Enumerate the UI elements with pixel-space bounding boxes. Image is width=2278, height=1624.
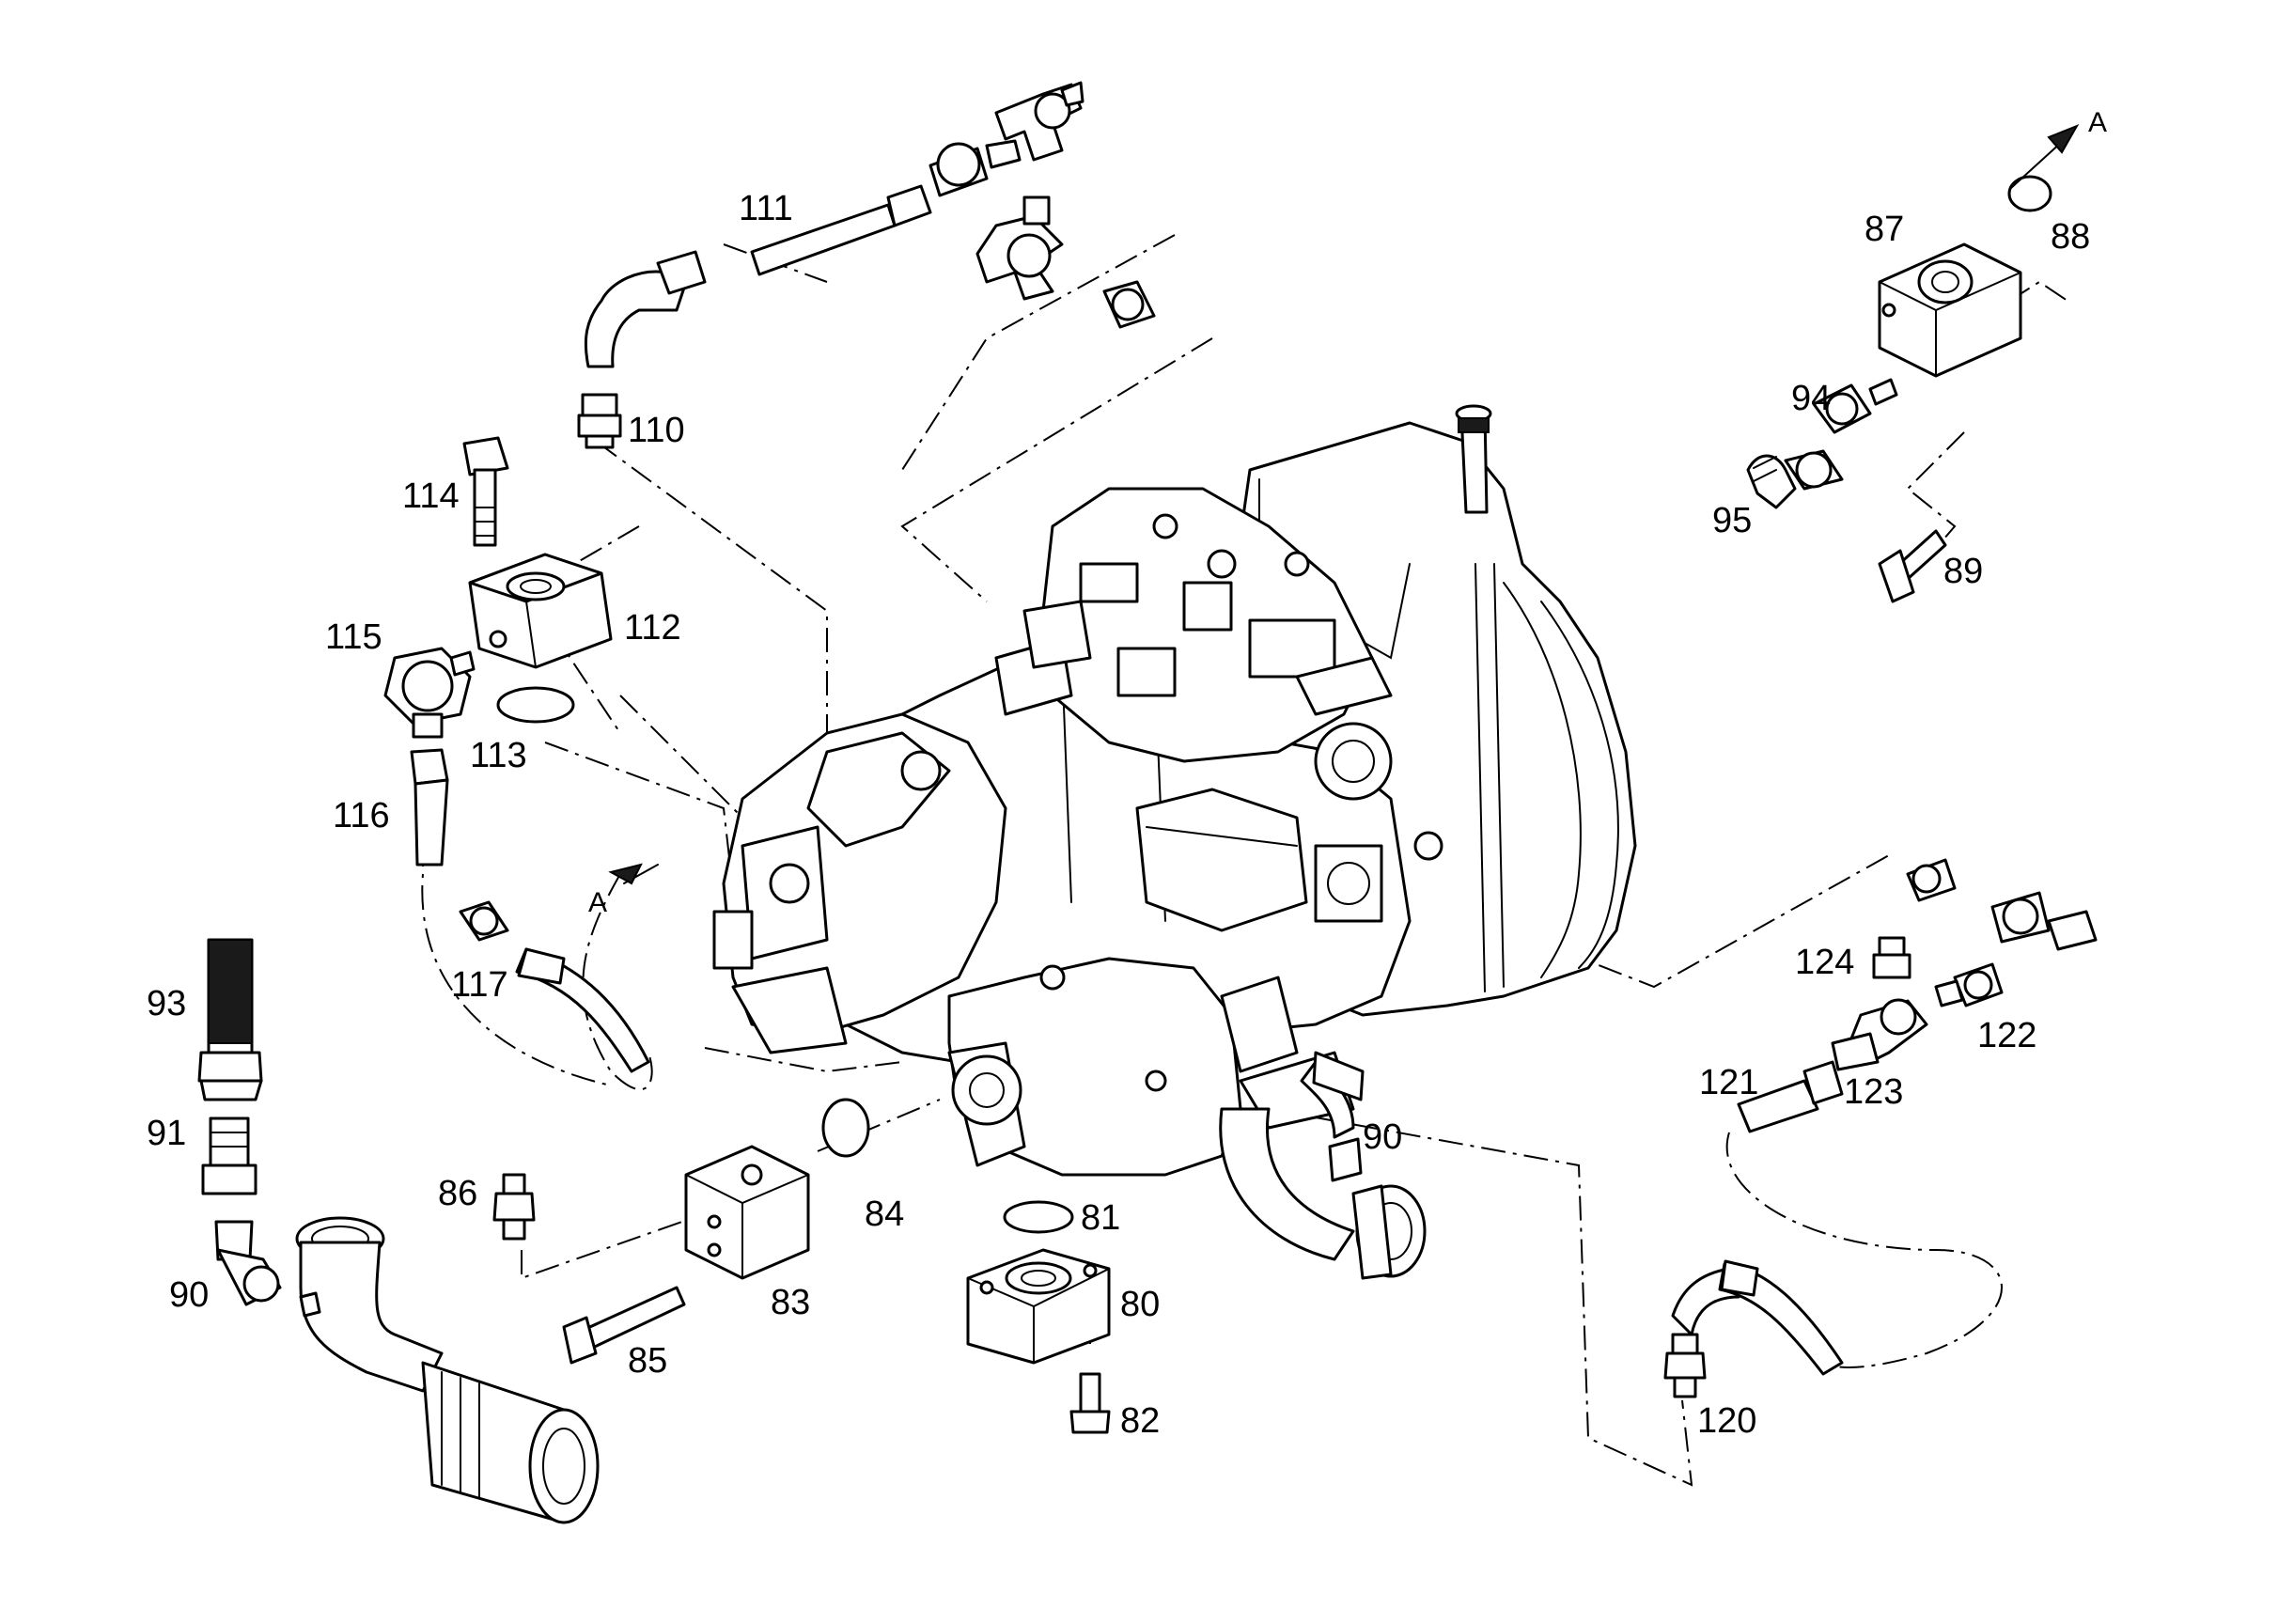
callout-121: 121 xyxy=(1699,1063,1758,1102)
callout-124: 124 xyxy=(1795,943,1854,982)
section-letter-left: A xyxy=(588,887,607,918)
fitting-91 xyxy=(201,1116,257,1195)
callout-122: 122 xyxy=(1977,1016,2036,1055)
oring-88 xyxy=(2007,175,2052,212)
callout-87: 87 xyxy=(1865,210,1904,249)
oring-113 xyxy=(496,686,575,724)
bolt-114 xyxy=(462,436,509,547)
flange-87 xyxy=(1878,242,2022,378)
tee-fittings-top xyxy=(975,81,1156,329)
hose-120 xyxy=(1663,1259,1844,1398)
bolt-85 xyxy=(562,1286,686,1365)
flange-112 xyxy=(468,553,613,669)
flange-80 xyxy=(966,1248,1111,1365)
screw-89 xyxy=(1878,529,1947,603)
elbow-90-left xyxy=(214,1220,282,1306)
hose-117 xyxy=(459,900,650,1073)
callout-88: 88 xyxy=(2051,217,2090,257)
callout-116: 116 xyxy=(333,796,390,835)
callout-83: 83 xyxy=(771,1283,810,1322)
elbow-95 xyxy=(1746,449,1844,509)
callout-91: 91 xyxy=(147,1114,186,1153)
elbow-90-right xyxy=(1219,1051,1427,1280)
transmission-assembly xyxy=(712,404,1637,1177)
oring-81 xyxy=(1003,1200,1074,1234)
hose-end-116 xyxy=(410,748,449,867)
suction-pipe xyxy=(295,1216,600,1524)
callout-81: 81 xyxy=(1081,1198,1120,1238)
section-marker-left: A xyxy=(588,863,659,918)
callout-110: 110 xyxy=(628,411,685,450)
callout-95: 95 xyxy=(1712,501,1752,540)
callout-114: 114 xyxy=(402,476,460,516)
callout-93: 93 xyxy=(147,984,186,1023)
fitting-94 xyxy=(1812,378,1898,434)
fittings-right-top xyxy=(1906,858,2098,951)
callout-117: 117 xyxy=(451,965,508,1005)
hose-111 xyxy=(750,139,1022,276)
callout-85: 85 xyxy=(628,1341,667,1381)
section-letter-top: A xyxy=(2088,107,2107,138)
callout-86: 86 xyxy=(438,1174,477,1213)
callout-115: 115 xyxy=(325,617,382,657)
fitting-122 xyxy=(1934,962,2004,1007)
callout-80: 80 xyxy=(1120,1285,1160,1324)
tee-123 xyxy=(1831,998,1928,1071)
callout-89: 89 xyxy=(1943,552,1983,591)
callout-82: 82 xyxy=(1120,1401,1160,1441)
callout-111: 111 xyxy=(739,189,793,228)
callout-94: 94 xyxy=(1791,379,1831,418)
callout-90-left: 90 xyxy=(169,1275,209,1315)
block-83 xyxy=(684,1145,810,1280)
elbow-115 xyxy=(383,647,476,739)
hose-end-121 xyxy=(1737,1060,1844,1133)
hose-93 xyxy=(197,938,263,1101)
fitting-86 xyxy=(492,1173,536,1241)
callout-84: 84 xyxy=(865,1195,904,1234)
callout-labels: 111 110 114 112 115 113 116 117 93 91 90… xyxy=(147,189,2090,1441)
callout-90-right: 90 xyxy=(1363,1117,1402,1157)
section-marker-top: A xyxy=(2010,107,2107,189)
callout-113: 113 xyxy=(470,736,527,775)
callout-112: 112 xyxy=(624,608,681,648)
callout-120: 120 xyxy=(1697,1401,1756,1441)
callout-123: 123 xyxy=(1844,1072,1903,1112)
oring-84 xyxy=(821,1098,870,1158)
fitting-124 xyxy=(1872,936,1911,979)
screw-82 xyxy=(1069,1372,1111,1434)
fitting-110 xyxy=(577,250,707,449)
